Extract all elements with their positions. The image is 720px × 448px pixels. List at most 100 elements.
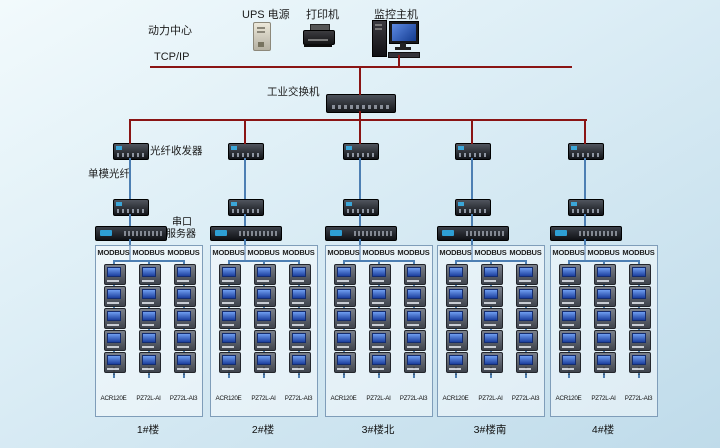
meter-model-label: PZ72L-AI: [591, 395, 616, 402]
meter-model-label: PZ72L-AI: [366, 395, 391, 402]
modbus-label: MODBUS: [474, 248, 507, 257]
power-meter-icon: [219, 308, 241, 329]
connector-line: [244, 239, 246, 261]
building-label: 2#楼: [251, 424, 275, 436]
monitoring-host-icon: [372, 18, 422, 60]
modbus-label: MODBUS: [327, 248, 360, 257]
power-meter-icon: [559, 264, 581, 285]
power-meter-icon: [559, 352, 581, 373]
power-meter-icon: [254, 264, 276, 285]
meter-model-label: ACR120E: [215, 395, 242, 402]
power-meter-icon: [104, 308, 126, 329]
fiber-link-line: [471, 158, 473, 199]
more-meters-ellipsis: ⋮: [144, 366, 154, 377]
power-meter-icon: [174, 352, 196, 373]
power-meter-icon: [104, 286, 126, 307]
tcpip-label: TCP/IP: [154, 51, 190, 63]
power-meter-icon: [104, 264, 126, 285]
fiber-transceiver-icon: [343, 199, 379, 216]
serial-server-icon: [437, 226, 509, 241]
power-meter-icon: [559, 308, 581, 329]
printer-base: [304, 44, 332, 47]
power-meter-icon: [629, 308, 651, 329]
power-meter-icon: [289, 330, 311, 351]
modbus-label: MODBUS: [622, 248, 655, 257]
more-meters-ellipsis: ⋮: [339, 366, 349, 377]
modbus-label: MODBUS: [212, 248, 245, 257]
printer-body: [303, 30, 335, 45]
serial-server-icon: [95, 226, 167, 241]
power-meter-icon: [404, 264, 426, 285]
more-meters-ellipsis: ⋮: [486, 366, 496, 377]
power-meter-icon: [516, 264, 538, 285]
power-meter-icon: [254, 308, 276, 329]
power-meter-icon: [404, 330, 426, 351]
modbus-label: MODBUS: [362, 248, 395, 257]
power-meter-icon: [174, 264, 196, 285]
fiber-link-line: [584, 158, 586, 199]
modbus-label: MODBUS: [509, 248, 542, 257]
building-label: 1#楼: [136, 424, 160, 436]
ups-label: UPS 电源: [242, 9, 290, 21]
power-meter-icon: [516, 286, 538, 307]
meter-model-label: PZ72L-AI3: [624, 395, 653, 402]
connector-line: [359, 111, 361, 119]
connector-line: [471, 239, 473, 261]
power-meter-icon: [289, 264, 311, 285]
fiber-transceiver-icon: [113, 199, 149, 216]
power-meter-icon: [369, 264, 391, 285]
power-meter-icon: [516, 352, 538, 373]
power-meter-icon: [174, 286, 196, 307]
power-meter-icon: [219, 352, 241, 373]
connector-line: [359, 239, 361, 261]
power-meter-icon: [481, 264, 503, 285]
connector-line: [584, 121, 586, 144]
power-meter-icon: [516, 308, 538, 329]
modbus-label: MODBUS: [97, 248, 130, 257]
meter-model-label: PZ72L-AI3: [399, 395, 428, 402]
power-meter-icon: [254, 330, 276, 351]
power-meter-icon: [446, 286, 468, 307]
host-monitor: [389, 21, 419, 44]
power-meter-icon: [481, 308, 503, 329]
modbus-label: MODBUS: [552, 248, 585, 257]
power-meter-icon: [254, 286, 276, 307]
power-meter-icon: [446, 264, 468, 285]
building-label: 3#楼南: [473, 424, 507, 436]
meter-model-label: PZ72L-AI3: [284, 395, 313, 402]
host-tower: [372, 20, 387, 57]
power-meter-icon: [481, 330, 503, 351]
serial-server-icon: [550, 226, 622, 241]
host-screen: [392, 24, 416, 41]
more-meters-ellipsis: ⋮: [109, 366, 119, 377]
fiber-link-line: [129, 158, 131, 199]
printer-label: 打印机: [306, 9, 339, 21]
serial-server-icon: [325, 226, 397, 241]
modbus-label: MODBUS: [167, 248, 200, 257]
power-meter-icon: [629, 286, 651, 307]
power-meter-icon: [289, 352, 311, 373]
power-meter-icon: [369, 352, 391, 373]
power-meter-icon: [334, 264, 356, 285]
connector-line: [129, 214, 131, 226]
meter-model-label: PZ72L-AI: [136, 395, 161, 402]
fiber-transceiver-icon: [568, 143, 604, 160]
fiber-link-line: [244, 158, 246, 199]
industrial-switch-label: 工业交换机: [267, 86, 320, 98]
power-meter-icon: [104, 330, 126, 351]
power-meter-icon: [289, 308, 311, 329]
power-meter-icon: [174, 330, 196, 351]
power-meter-icon: [219, 264, 241, 285]
power-meter-icon: [289, 286, 311, 307]
meter-model-label: PZ72L-AI: [478, 395, 503, 402]
power-meter-icon: [516, 330, 538, 351]
power-meter-icon: [174, 308, 196, 329]
power-meter-icon: [594, 286, 616, 307]
modbus-label: MODBUS: [439, 248, 472, 257]
power-meter-icon: [139, 330, 161, 351]
